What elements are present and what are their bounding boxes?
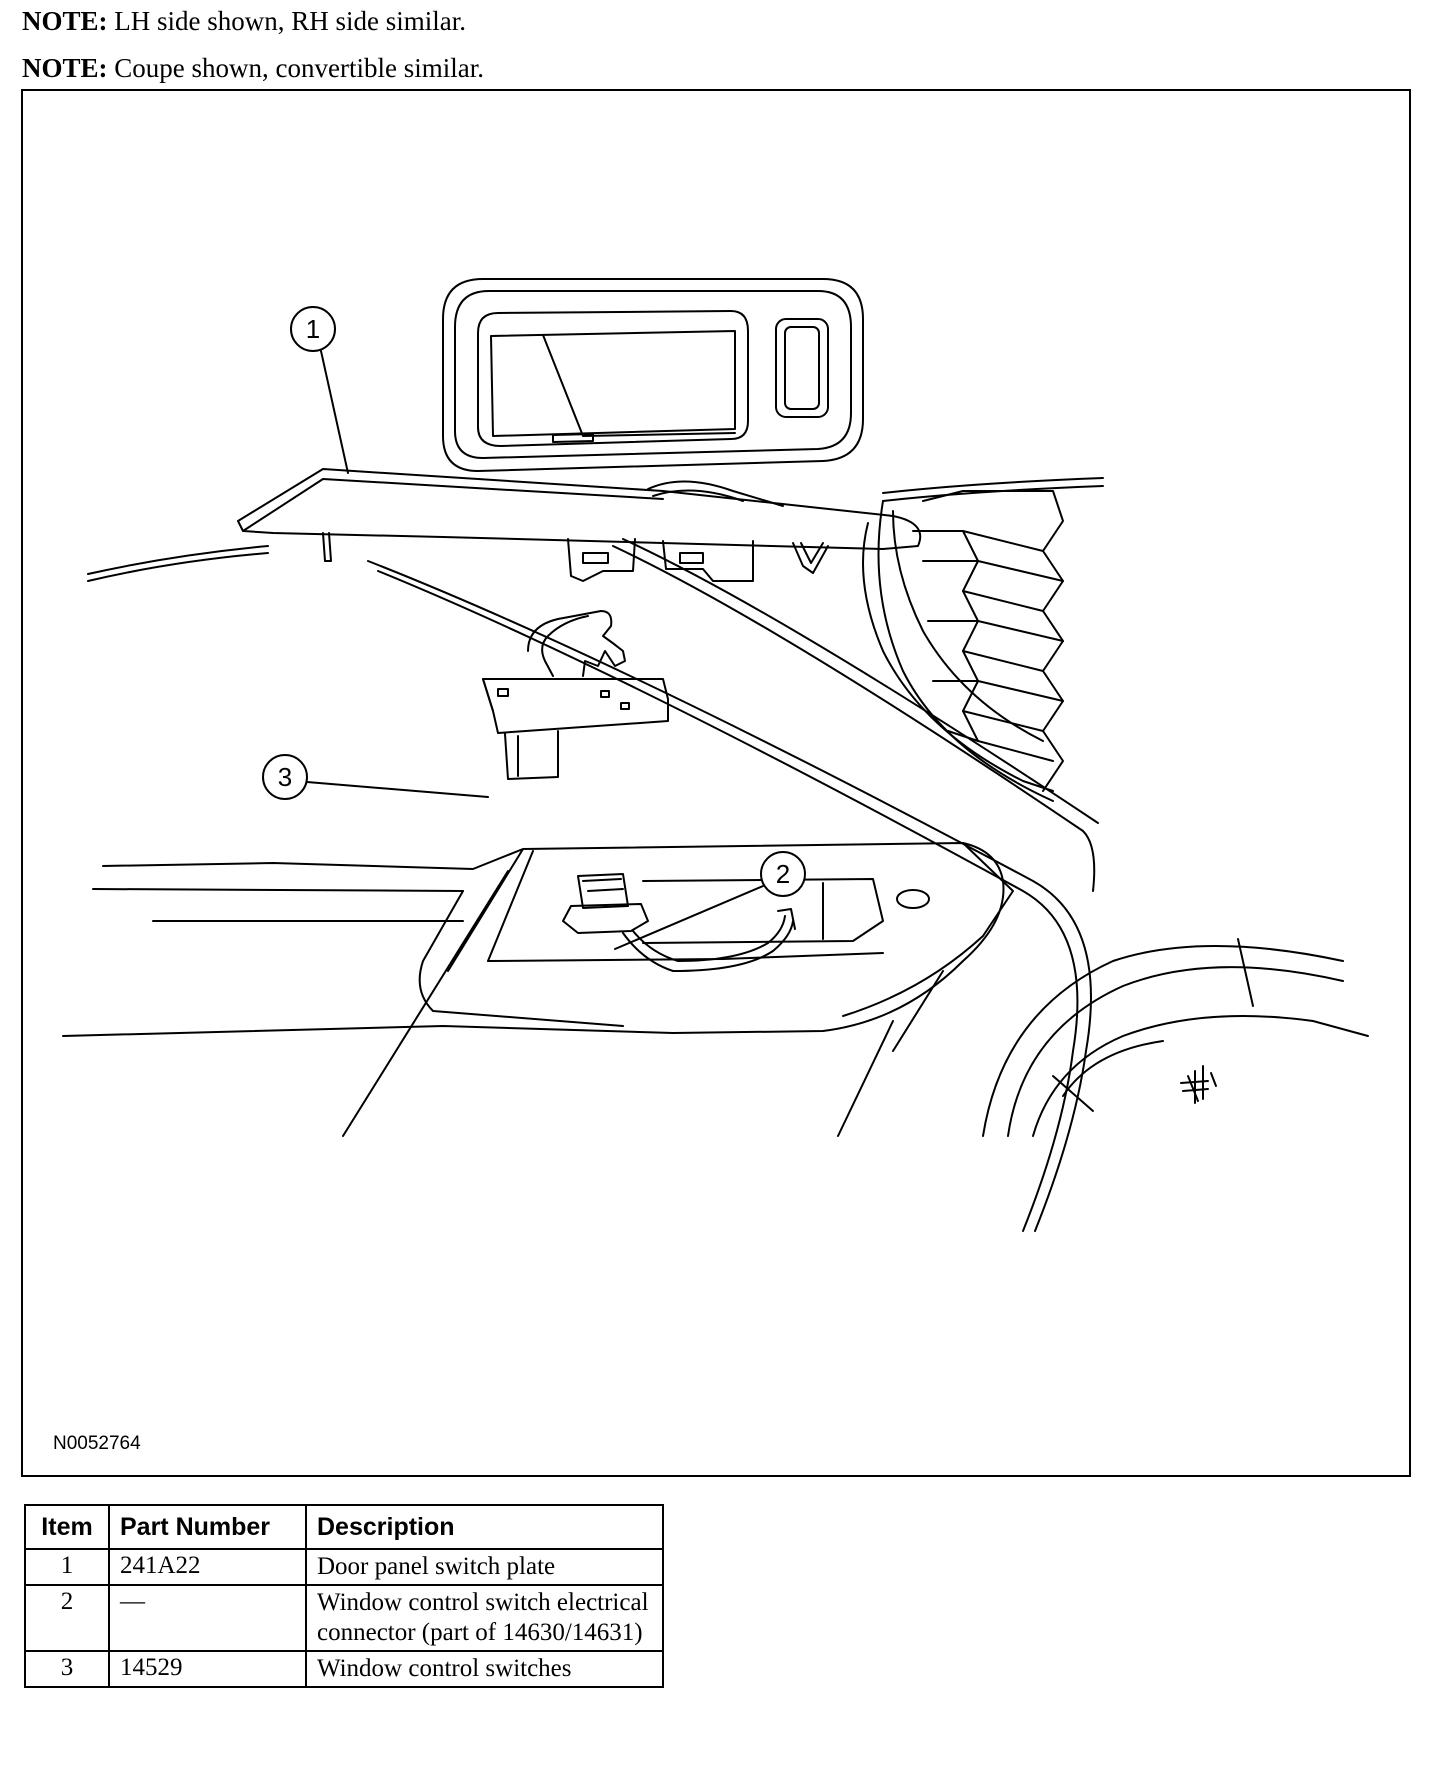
- item-cell: 3: [24, 1650, 110, 1688]
- column-header-part-number: Part Number: [108, 1504, 307, 1550]
- callout-2-number: 2: [776, 859, 790, 889]
- part-number-cell: 14529: [108, 1650, 307, 1688]
- description-cell: Window control switches: [305, 1650, 664, 1688]
- note-text: LH side shown, RH side similar.: [114, 6, 467, 36]
- table-row: 3 14529 Window control switches: [24, 1650, 664, 1688]
- callout-3: [262, 754, 489, 800]
- part-number-cell: —: [108, 1584, 307, 1652]
- callout-number: 3: [278, 762, 292, 792]
- column-header-description: Description: [305, 1504, 664, 1550]
- window-control-switch: [482, 610, 669, 780]
- door-panel-switch-plate: [237, 468, 922, 582]
- door-speaker: [982, 938, 1369, 1137]
- callout-number: 2: [776, 859, 790, 889]
- table-row: 2 — Window control switch electrical con…: [24, 1584, 664, 1652]
- description-cell: Window control switch electrical connect…: [305, 1584, 664, 1652]
- callout-number: 1: [306, 314, 320, 344]
- description-cell: Door panel switch plate: [305, 1548, 664, 1586]
- door-handle-bezel: [442, 278, 864, 472]
- table-header-row: Item Part Number Description: [24, 1504, 664, 1550]
- door-panel-illustration: 1 2 3 N0052764: [21, 89, 1411, 1477]
- part-number-cell: 241A22: [108, 1548, 307, 1586]
- speaker-grille: [862, 490, 1064, 802]
- parts-table: Item Part Number Description 1 241A22 Do…: [24, 1504, 664, 1688]
- note-coupe-convertible: NOTE: Coupe shown, convertible similar.: [22, 53, 484, 83]
- note-label: NOTE:: [22, 6, 108, 36]
- callout-1: [290, 306, 349, 474]
- column-header-item: Item: [24, 1504, 110, 1550]
- door-panel-drawing: 1 2 3: [62, 278, 1369, 1232]
- callout-1-number: 1: [306, 314, 320, 344]
- note-lh-rh: NOTE: LH side shown, RH side similar.: [22, 6, 466, 36]
- door-trim-lines: [87, 477, 1104, 1232]
- figure-id: N0052764: [53, 1433, 141, 1454]
- window-switch-connector: [562, 873, 796, 972]
- item-cell: 1: [24, 1548, 110, 1586]
- note-text: Coupe shown, convertible similar.: [114, 53, 484, 83]
- door-armrest: [62, 842, 1014, 1137]
- table-row: 1 241A22 Door panel switch plate: [24, 1548, 664, 1586]
- item-cell: 2: [24, 1584, 110, 1652]
- note-label: NOTE:: [22, 53, 108, 83]
- callout-2: [614, 851, 806, 950]
- callout-3-number: 3: [278, 762, 292, 792]
